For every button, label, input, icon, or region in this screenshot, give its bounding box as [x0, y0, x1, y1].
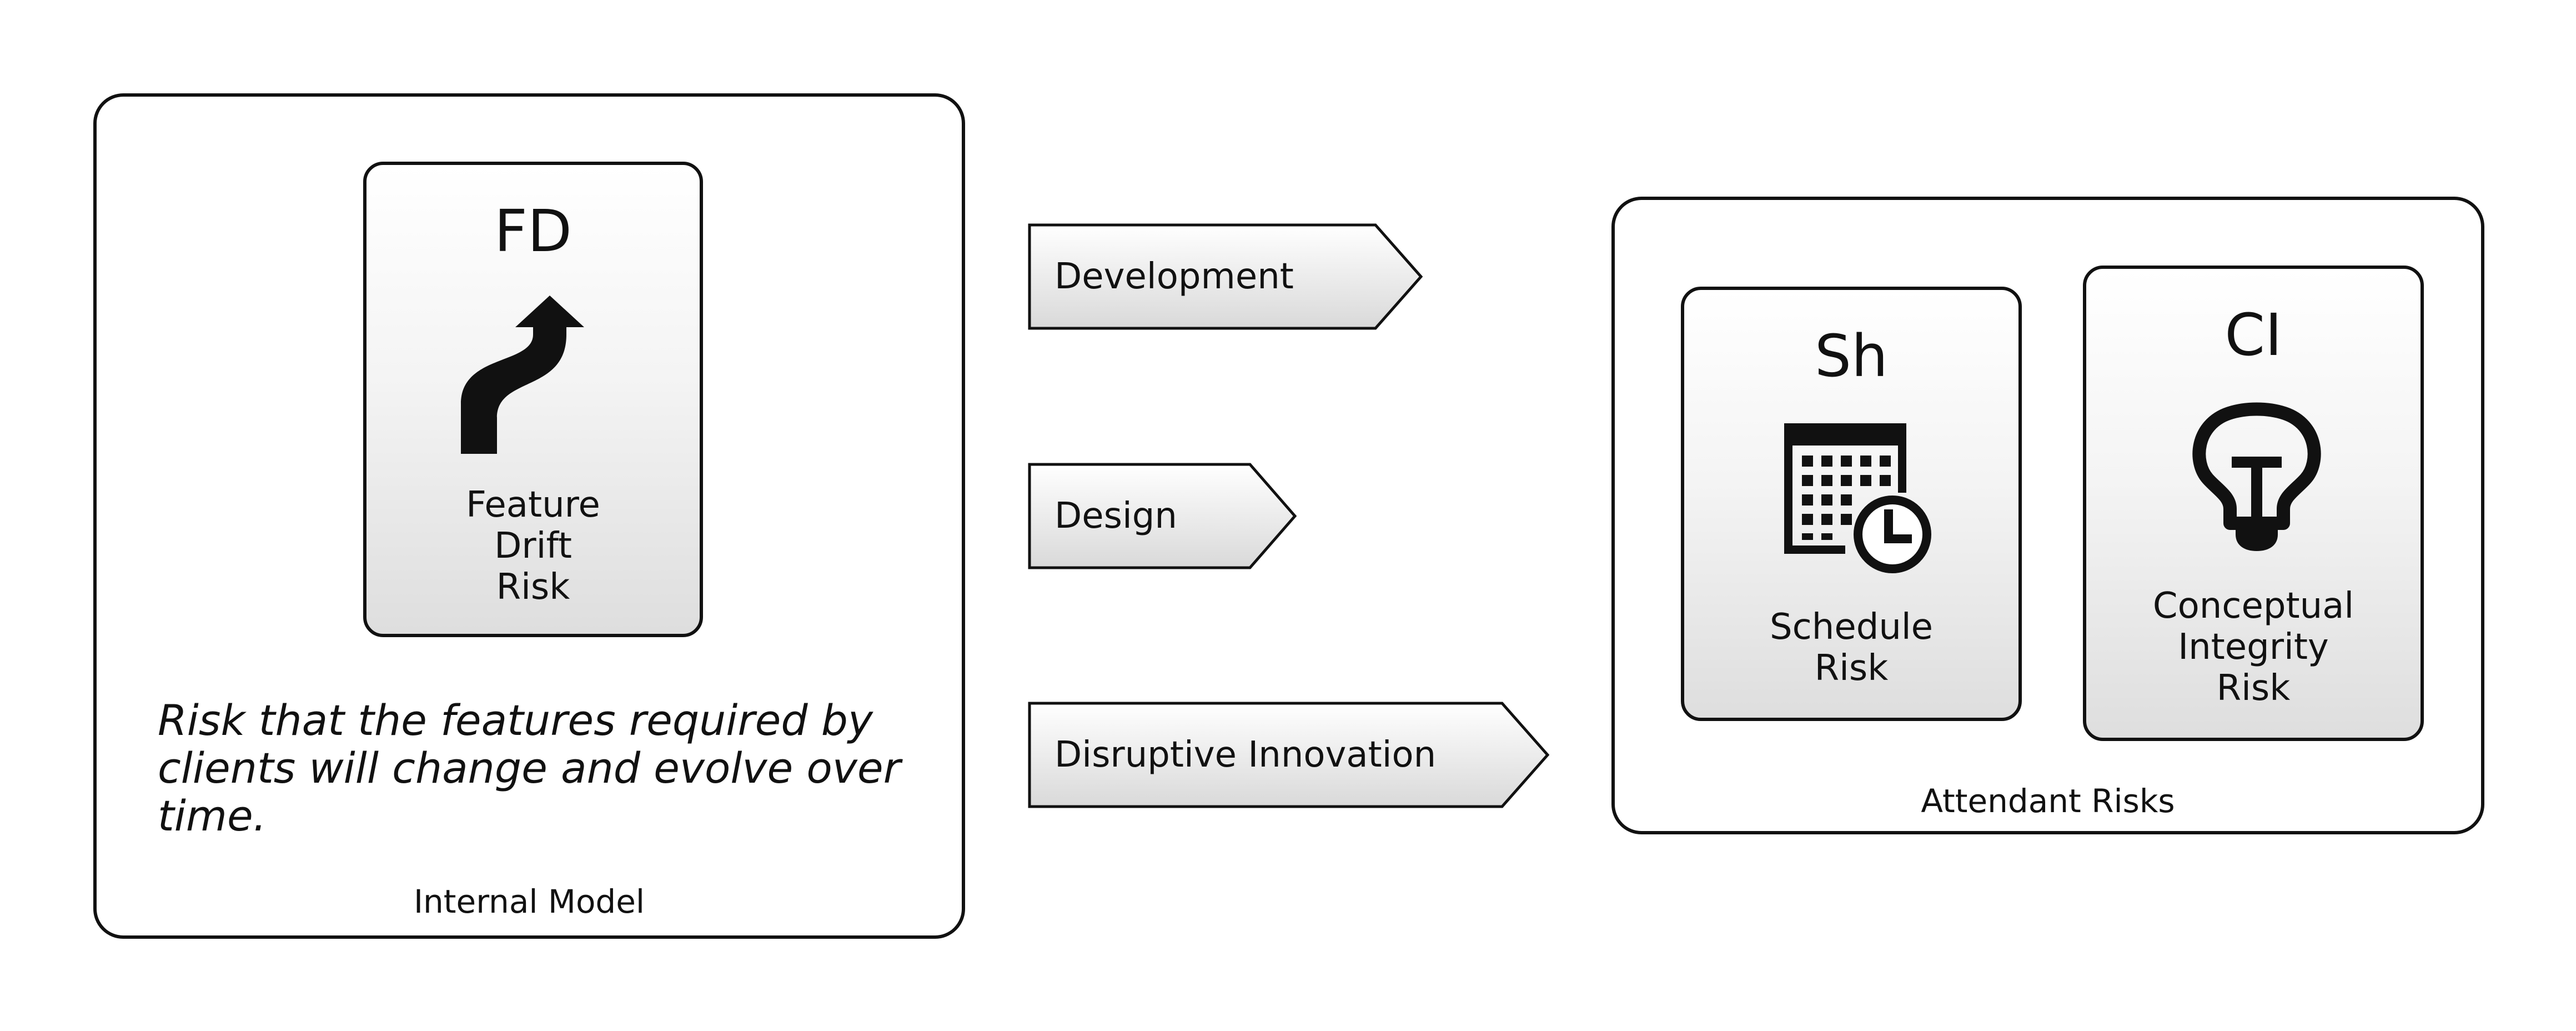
card-label-line: Integrity: [2178, 627, 2329, 668]
disruptive-innovation-arrow: Disruptive Innovation: [1028, 702, 1550, 808]
lightbulb-icon: [2192, 402, 2321, 551]
development-arrow: Development: [1028, 223, 1424, 330]
card-abbreviation: Sh: [1815, 322, 1888, 390]
card-label-line: Schedule: [1769, 607, 1934, 648]
card-label: Conceptual Integrity Risk: [2086, 585, 2421, 709]
feature-drift-risk-card: FD Feature Drift Risk: [363, 162, 703, 637]
internal-model-panel: FD Feature Drift Risk Risk that the feat…: [93, 93, 965, 939]
card-label-line: Conceptual: [2152, 585, 2354, 627]
card-label-line: Drift: [494, 525, 572, 567]
panel-caption: Attendant Risks: [1921, 782, 2175, 820]
calendar-clock-icon: [1784, 423, 1931, 573]
card-label: Schedule Risk: [1684, 607, 2018, 689]
conceptual-integrity-risk-card: CI Conceptual Integrity Risk: [2083, 266, 2424, 741]
arrow-label: Disruptive Innovation: [1054, 734, 1437, 775]
card-label: Feature Drift Risk: [366, 484, 700, 608]
card-label-line: Feature: [466, 484, 600, 525]
card-abbreviation: CI: [2225, 301, 2282, 369]
risk-description: Risk that the features required by clien…: [158, 695, 901, 840]
card-label-line: Risk: [2216, 668, 2291, 709]
attendant-risks-panel: Sh Schedule Risk: [1611, 197, 2484, 834]
card-label-line: Risk: [1814, 648, 1889, 689]
card-label-line: Risk: [496, 567, 570, 608]
schedule-risk-card: Sh Schedule Risk: [1681, 287, 2022, 721]
curved-up-arrow-icon: [461, 296, 584, 454]
design-arrow: Design: [1028, 463, 1298, 569]
card-abbreviation: FD: [494, 197, 572, 265]
panel-caption: Internal Model: [413, 883, 645, 920]
arrow-label: Design: [1054, 496, 1177, 537]
arrow-label: Development: [1054, 256, 1294, 297]
